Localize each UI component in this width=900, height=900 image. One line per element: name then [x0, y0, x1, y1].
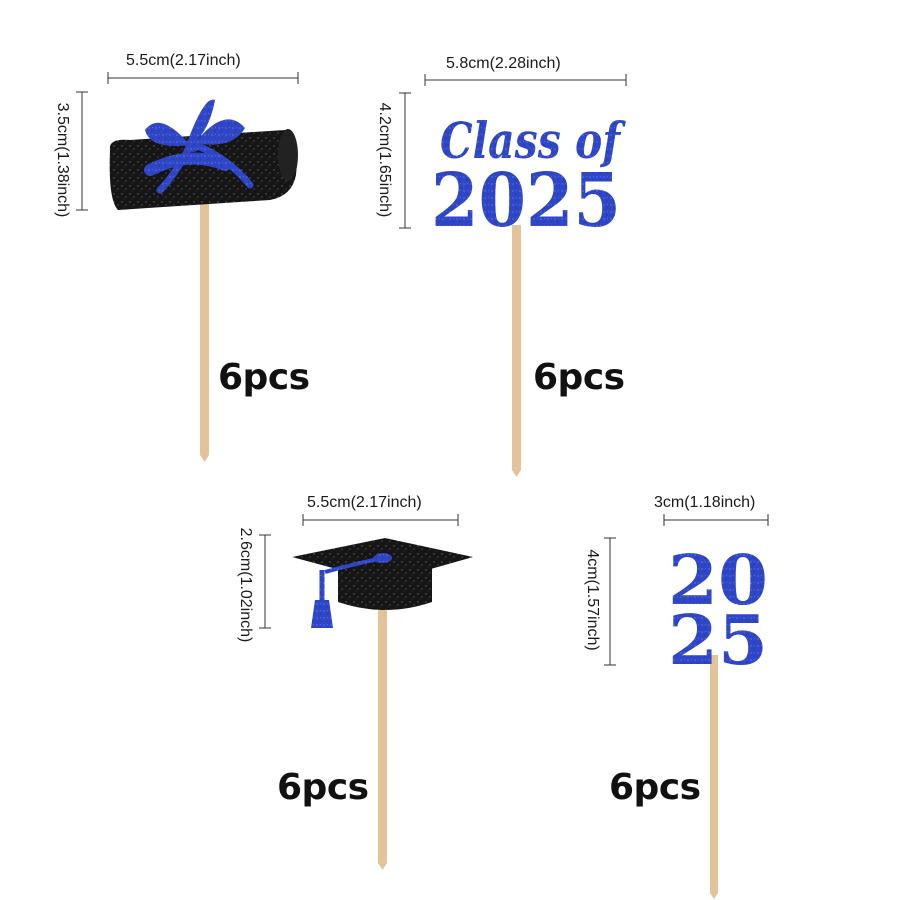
stick [378, 605, 387, 863]
scroll-shape [109, 130, 297, 210]
quantity-label: 6pcs [218, 357, 310, 398]
quantity-label: 6pcs [533, 357, 625, 398]
topper-class-of: Class of [440, 111, 626, 170]
tassel [311, 600, 333, 628]
height-label: 2.6cm(1.02inch) [237, 527, 254, 643]
quantity-label: 6pcs [277, 767, 369, 808]
width-label: 5.8cm(2.28inch) [446, 55, 561, 72]
topper-20: 20 [668, 541, 768, 621]
stick [710, 655, 718, 893]
stacked-2025-topper: 20 25 [604, 514, 769, 899]
bow [145, 122, 190, 146]
width-label: 5.5cm(2.17inch) [126, 52, 241, 69]
height-label: 4cm(1.57inch) [584, 549, 601, 651]
quantity-label: 6pcs [609, 767, 701, 808]
width-label: 5.5cm(2.17inch) [307, 494, 422, 511]
stick [512, 225, 521, 470]
height-label: 4.2cm(1.65inch) [376, 102, 393, 218]
height-label: 3.5cm(1.38inch) [54, 102, 71, 218]
topper-year: 2025 [431, 158, 621, 244]
width-label: 3cm(1.18inch) [654, 494, 756, 511]
graduation-cap-topper [259, 514, 473, 870]
topper-25: 25 [668, 601, 768, 681]
stick [200, 170, 209, 455]
class-of-2025-topper: Class of 2025 [399, 74, 627, 477]
diploma-topper [76, 72, 299, 462]
